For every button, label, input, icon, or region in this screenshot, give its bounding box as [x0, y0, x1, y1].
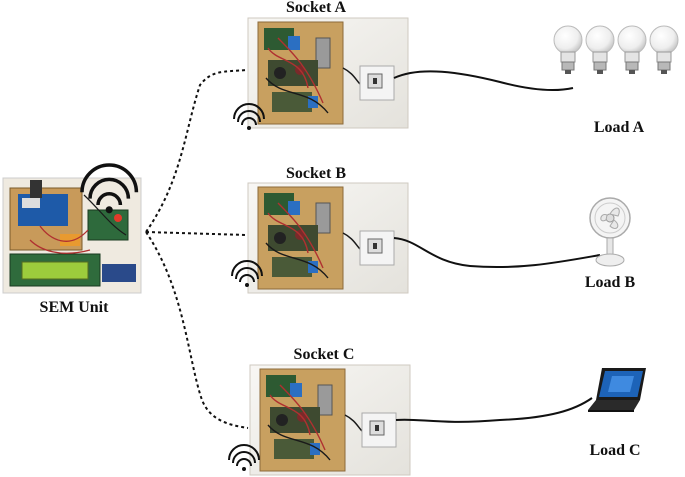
- socket-c-label: Socket C: [293, 346, 355, 363]
- sem-unit-label: SEM Unit: [39, 299, 109, 316]
- socket-c-unit: [249, 364, 411, 476]
- socket-a-unit: [247, 17, 409, 129]
- sem-unit-board: [2, 177, 142, 294]
- socket-b-unit: [247, 182, 409, 294]
- socket-a-label: Socket A: [286, 0, 346, 16]
- laptop-icon: [588, 368, 646, 412]
- link-socket-c: [145, 231, 249, 429]
- load-a-label: Load A: [593, 119, 645, 136]
- sem-unit-wifi-icon: [80, 163, 139, 214]
- cable-load-c: [395, 397, 593, 423]
- link-socket-a: [145, 69, 248, 233]
- cable-load-b: [393, 237, 601, 269]
- load-b-label: Load B: [584, 274, 636, 291]
- load-c-label: Load C: [589, 442, 641, 459]
- light-bulbs-icon: [553, 25, 679, 74]
- socket-b-label: Socket B: [286, 165, 346, 182]
- table-fan-icon: [589, 197, 631, 267]
- link-socket-b: [145, 231, 248, 236]
- cable-load-a: [393, 70, 574, 91]
